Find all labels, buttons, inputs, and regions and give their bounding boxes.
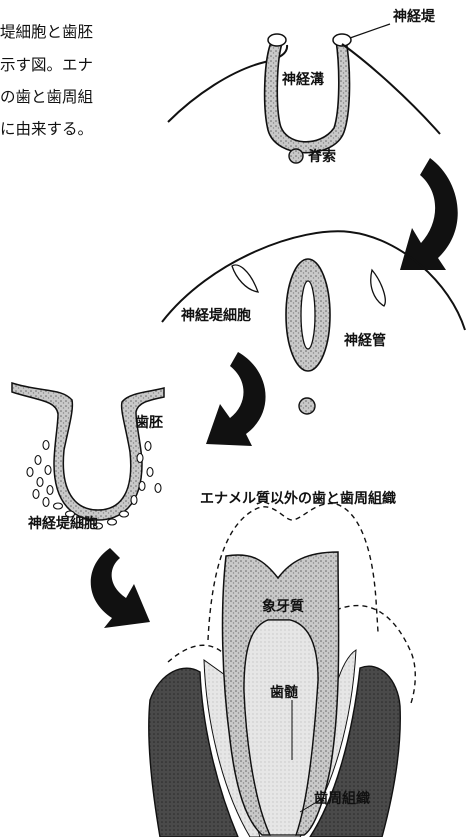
- label-neural-crest: 神経堤: [393, 10, 435, 24]
- label-neural-crest-cells-1: 神経堤細胞: [181, 309, 251, 323]
- tooth-germ-stage: [12, 383, 164, 529]
- label-neural-tube: 神経管: [344, 334, 386, 348]
- neural-canal: [301, 281, 315, 349]
- label-notochord: 脊索: [308, 150, 336, 164]
- curved-arrow-2: [206, 352, 266, 446]
- curved-arrow-1: [400, 158, 458, 270]
- caption-line-1: 堤細胞と歯胚: [0, 25, 93, 41]
- notochord-1: [289, 149, 303, 163]
- neural-crest-cells-right: [371, 270, 386, 306]
- caption-line-3: の歯と歯周組: [0, 90, 93, 106]
- oral-epithelium: [12, 383, 164, 520]
- neural-crest-cells-left: [232, 265, 258, 292]
- label-derived-tissues-title: エナメル質以外の歯と歯周組織: [200, 492, 396, 506]
- label-periodontium: 歯周組織: [314, 792, 370, 806]
- label-tooth-germ: 歯胚: [135, 416, 163, 430]
- neural-groove-stage: [168, 24, 440, 163]
- neural-crest-pointer: [350, 24, 390, 38]
- caption-line-4: に由来する。: [0, 122, 93, 138]
- mature-tooth-stage: [149, 503, 416, 837]
- neural-plate-layer: [265, 40, 350, 153]
- label-neural-crest-cells-2: 神経堤細胞: [28, 517, 98, 531]
- label-neural-groove: 神経溝: [282, 73, 324, 87]
- ectoderm-right: [342, 44, 440, 134]
- label-dentin: 象牙質: [262, 600, 304, 614]
- caption-line-2: 示す図。エナ: [0, 58, 93, 74]
- label-pulp: 歯髄: [270, 686, 298, 700]
- notochord-2: [299, 398, 315, 414]
- curved-arrow-3: [91, 548, 150, 628]
- neural-crest-left: [268, 34, 286, 46]
